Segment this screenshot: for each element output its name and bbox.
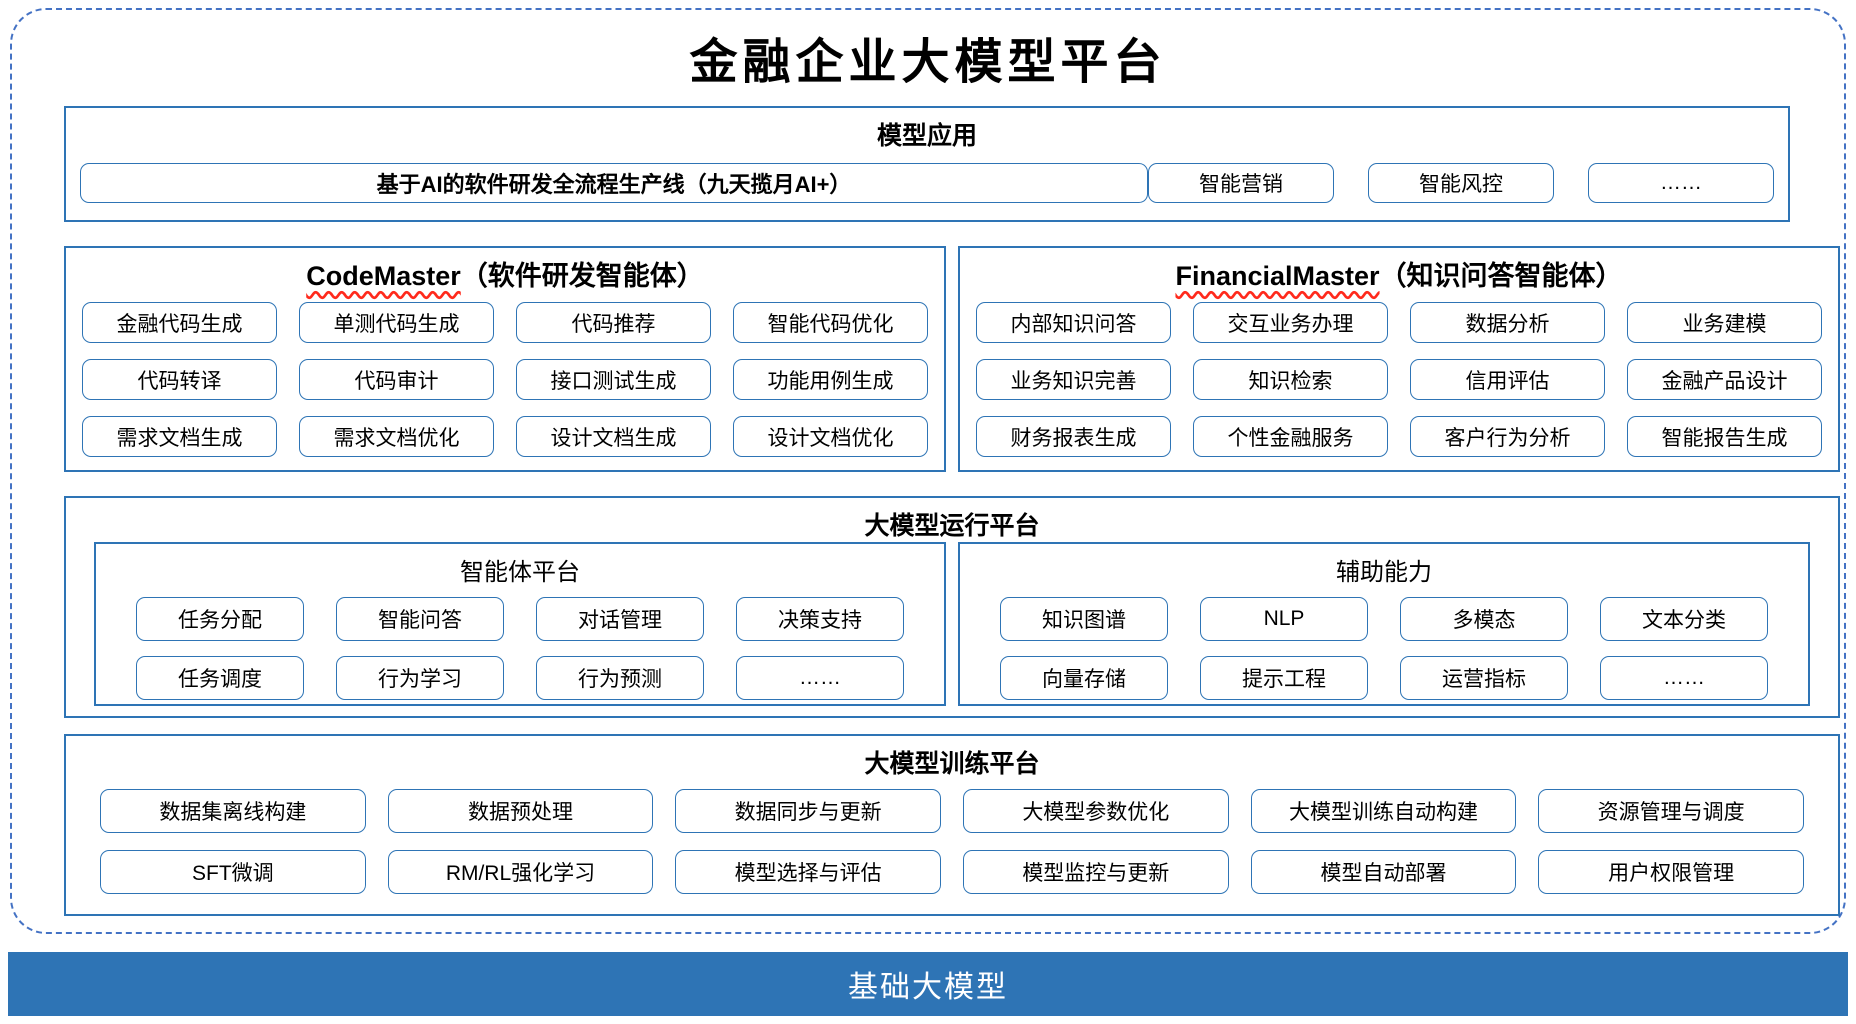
agent-platform-capability-box: 对话管理 (536, 597, 704, 641)
codemaster-capability-box: 智能代码优化 (733, 302, 928, 343)
runtime-groups: 智能体平台 任务分配智能问答对话管理决策支持任务调度行为学习行为预测 …… 辅助能… (66, 542, 1838, 706)
model-applications-row: 基于AI的软件研发全流程生产线（九天揽月AI+） 智能营销智能风控 …… (66, 152, 1788, 203)
group-auxiliary-capabilities: 辅助能力 知识图谱 NLP 多模态文本分类向量存储提示工程运营指标 …… (958, 542, 1810, 706)
codemaster-capability-box: 单测代码生成 (299, 302, 494, 343)
training-capability-box: 大模型训练自动构建 (1250, 789, 1517, 833)
training-platform-title: 大模型训练平台 (864, 750, 1040, 778)
auxiliary-capability-box: 向量存储 (1000, 656, 1168, 700)
financialmaster-grid: 内部知识问答交互业务办理数据分析业务建模业务知识完善知识检索信用评估金融产品设计… (960, 293, 1838, 457)
agent-platform-capability-box: …… (736, 656, 904, 700)
auxiliary-capability-box: 提示工程 (1200, 656, 1368, 700)
auxiliary-capability-box: …… (1600, 656, 1768, 700)
app-box: …… (1588, 163, 1774, 203)
agent-platform-capability-box: 行为预测 (536, 656, 704, 700)
financialmaster-capability-box: 数据分析 (1410, 302, 1605, 343)
page-title: 金融企业大模型平台 (689, 36, 1167, 89)
agent-platform-capability-box: 任务调度 (136, 656, 304, 700)
auxiliary-capability-box: 知识图谱 (1000, 597, 1168, 641)
codemaster-capability-box: 设计文档生成 (516, 416, 711, 457)
training-capability-box: 模型自动部署 (1250, 850, 1517, 894)
platform-dashed-frame (10, 8, 1846, 934)
codemaster-capability-box: 需求文档优化 (299, 416, 494, 457)
app-box: 智能风控 (1368, 163, 1554, 203)
training-capability-box: 模型监控与更新 (962, 850, 1229, 894)
agent-platform-capability-box: 任务分配 (136, 597, 304, 641)
section-model-applications-title: 模型应用 (876, 122, 977, 150)
financialmaster-capability-box: 交互业务办理 (1193, 302, 1388, 343)
financialmaster-capability-box: 内部知识问答 (976, 302, 1171, 343)
financialmaster-capability-box: 业务建模 (1627, 302, 1822, 343)
auxiliary-capability-box: NLP (1200, 597, 1368, 641)
group-agent-platform-grid: 任务分配智能问答对话管理决策支持任务调度行为学习行为预测 …… (96, 587, 944, 700)
training-capability-box: RM/RL强化学习 (387, 850, 654, 894)
financialmaster-capability-box: 金融产品设计 (1627, 359, 1822, 400)
training-capability-box: 用户权限管理 (1538, 850, 1804, 894)
section-codemaster: CodeMaster（软件研发智能体） 金融代码生成单测代码生成代码推荐智能代码… (64, 246, 946, 472)
auxiliary-capability-box: 多模态 (1400, 597, 1568, 641)
group-auxiliary-capabilities-grid: 知识图谱 NLP 多模态文本分类向量存储提示工程运营指标 …… (960, 587, 1808, 700)
section-runtime-platform: 大模型运行平台 智能体平台 任务分配智能问答对话管理决策支持任务调度行为学习行为… (64, 496, 1840, 718)
codemaster-title-zh: （软件研发智能体） (460, 261, 704, 291)
agent-platform-capability-box: 智能问答 (336, 597, 504, 641)
financialmaster-capability-box: 智能报告生成 (1627, 416, 1822, 457)
codemaster-capability-box: 设计文档优化 (733, 416, 928, 457)
codemaster-capability-box: 接口测试生成 (516, 359, 711, 400)
financialmaster-capability-box: 业务知识完善 (976, 359, 1171, 400)
training-platform-grid: 数据集离线构建数据预处理数据同步与更新大模型参数优化大模型训练自动构建资源管理与… (66, 780, 1838, 894)
training-capability-box: SFT微调 (100, 850, 366, 894)
financialmaster-capability-box: 个性金融服务 (1193, 416, 1388, 457)
agent-platform-capability-box: 行为学习 (336, 656, 504, 700)
codemaster-capability-box: 代码转译 (82, 359, 277, 400)
financialmaster-title-en: FinancialMaster (1175, 261, 1380, 291)
training-capability-box: 数据集离线构建 (100, 789, 366, 833)
codemaster-capability-box: 代码审计 (299, 359, 494, 400)
auxiliary-capability-box: 运营指标 (1400, 656, 1568, 700)
training-capability-box: 资源管理与调度 (1538, 789, 1804, 833)
financialmaster-capability-box: 财务报表生成 (976, 416, 1171, 457)
agent-platform-capability-box: 决策支持 (736, 597, 904, 641)
financialmaster-capability-box: 客户行为分析 (1410, 416, 1605, 457)
base-model-bar: 基础大模型 (8, 952, 1848, 1016)
runtime-platform-title: 大模型运行平台 (864, 512, 1040, 540)
codemaster-capability-box: 金融代码生成 (82, 302, 277, 343)
app-box: 智能营销 (1148, 163, 1334, 203)
model-applications-items: 智能营销智能风控 …… (1148, 163, 1774, 203)
group-auxiliary-capabilities-title: 辅助能力 (1336, 559, 1432, 586)
training-capability-box: 大模型参数优化 (962, 789, 1229, 833)
section-model-applications: 模型应用 基于AI的软件研发全流程生产线（九天揽月AI+） 智能营销智能风控 …… (64, 106, 1790, 222)
training-capability-box: 数据预处理 (387, 789, 654, 833)
financialmaster-capability-box: 知识检索 (1193, 359, 1388, 400)
base-model-bar-label: 基础大模型 (848, 971, 1008, 1004)
financialmaster-title: FinancialMaster（知识问答智能体） (960, 248, 1838, 293)
section-training-platform: 大模型训练平台 数据集离线构建数据预处理数据同步与更新大模型参数优化大模型训练自… (64, 734, 1840, 916)
section-financialmaster: FinancialMaster（知识问答智能体） 内部知识问答交互业务办理数据分… (958, 246, 1840, 472)
auxiliary-capability-box: 文本分类 (1600, 597, 1768, 641)
codemaster-title: CodeMaster（软件研发智能体） (66, 248, 944, 293)
codemaster-title-en: CodeMaster (306, 261, 461, 291)
financialmaster-capability-box: 信用评估 (1410, 359, 1605, 400)
codemaster-capability-box: 功能用例生成 (733, 359, 928, 400)
app-box-ai-pipeline: 基于AI的软件研发全流程生产线（九天揽月AI+） (80, 163, 1148, 203)
codemaster-grid: 金融代码生成单测代码生成代码推荐智能代码优化代码转译代码审计接口测试生成功能用例… (66, 293, 944, 457)
codemaster-capability-box: 需求文档生成 (82, 416, 277, 457)
training-capability-box: 数据同步与更新 (675, 789, 941, 833)
training-capability-box: 模型选择与评估 (675, 850, 941, 894)
codemaster-capability-box: 代码推荐 (516, 302, 711, 343)
group-agent-platform-title: 智能体平台 (460, 559, 580, 586)
financialmaster-title-zh: （知识问答智能体） (1379, 261, 1623, 291)
group-agent-platform: 智能体平台 任务分配智能问答对话管理决策支持任务调度行为学习行为预测 …… (94, 542, 946, 706)
